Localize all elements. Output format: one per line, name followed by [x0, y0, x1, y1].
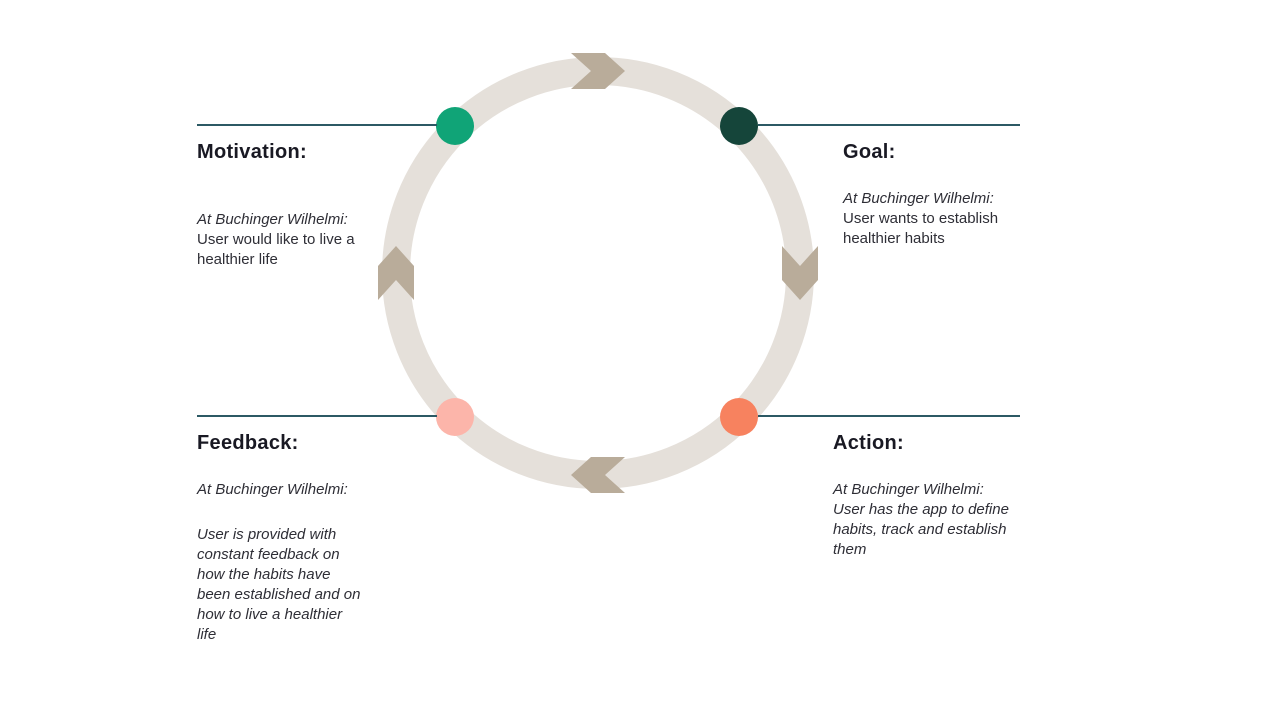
goal-intro: At Buchinger Wilhelmi: [843, 190, 994, 207]
feedback-heading: Feedback: [197, 432, 299, 454]
action-text: At Buchinger Wilhelmi: User has the app … [833, 480, 1017, 560]
cycle-graphic [378, 53, 818, 493]
motivation-description: User would like to live a healthier life [197, 231, 355, 268]
motivation-intro: At Buchinger Wilhelmi: [197, 211, 348, 228]
motivation-dot [436, 107, 474, 145]
goal-dot [720, 107, 758, 145]
goal-text: At Buchinger Wilhelmi: User wants to est… [843, 189, 1025, 249]
chevron-right-icon [571, 53, 625, 89]
motivation-divider [197, 124, 437, 126]
action-dot [720, 398, 758, 436]
action-intro: At Buchinger Wilhelmi: [833, 481, 984, 498]
motivation-heading: Motivation: [197, 141, 307, 163]
chevron-down-icon [782, 246, 818, 300]
feedback-description: User is provided with constant feedback … [197, 526, 361, 643]
goal-heading: Goal: [843, 141, 896, 163]
action-divider [758, 415, 1020, 417]
chevron-up-icon [378, 246, 414, 300]
chevron-left-icon [571, 457, 625, 493]
feedback-text: At Buchinger Wilhelmi: User is provided … [197, 480, 365, 645]
feedback-dot [436, 398, 474, 436]
feedback-divider [197, 415, 437, 417]
goal-description: User wants to establish healthier habits [843, 210, 999, 247]
action-description: User has the app to define habits, track… [833, 501, 1009, 558]
feedback-intro: At Buchinger Wilhelmi: [197, 481, 348, 498]
motivation-text: At Buchinger Wilhelmi: User would like t… [197, 210, 373, 270]
goal-divider [758, 124, 1020, 126]
action-heading: Action: [833, 432, 904, 454]
